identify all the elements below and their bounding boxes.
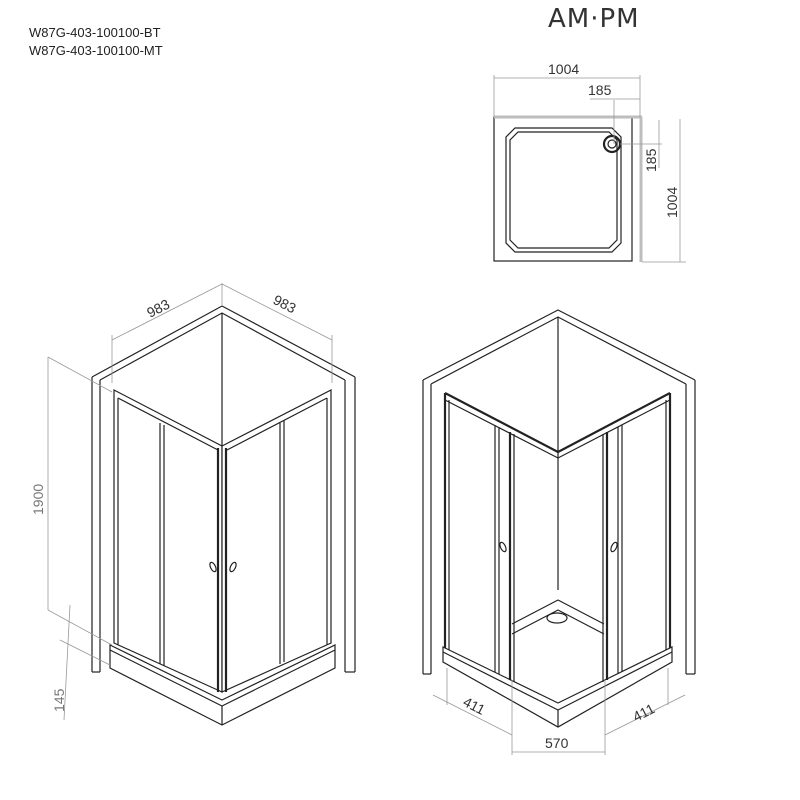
tray-basin-outer: [505, 127, 622, 253]
left-width-label: 983: [144, 296, 172, 321]
right-door-label: 411: [630, 700, 657, 724]
closed-enclosure-view: 983 983 1900 145: [30, 283, 356, 726]
brand-logo: AM·PM: [548, 4, 640, 34]
height-label: 1900: [30, 484, 46, 515]
drain-offset-y-label: 185: [643, 148, 659, 172]
door-handle-icon: [499, 541, 507, 553]
open-enclosure-view: 411 411 570: [422, 309, 696, 755]
right-width-label: 983: [271, 291, 299, 316]
tray-outline: [493, 116, 633, 262]
door-handle-icon: [209, 561, 217, 573]
door-handle-icon: [610, 541, 618, 553]
drain-offset-x-label: 185: [588, 82, 612, 98]
tray-depth-label: 1004: [664, 187, 680, 218]
entry-width-label: 570: [545, 735, 569, 751]
tray-width-label: 1004: [548, 61, 579, 77]
tray-plan-view: 1004 185 185 1004: [493, 61, 686, 263]
door-handle-icon: [229, 561, 237, 573]
model-codes: W87G-403-100100-BT W87G-403-100100-MT: [29, 24, 163, 60]
drain-icon: [546, 612, 568, 624]
tray-basin-inner: [509, 131, 618, 249]
model-code-mt: W87G-403-100100-MT: [29, 43, 163, 58]
model-code-bt: W87G-403-100100-BT: [29, 25, 161, 40]
left-door-label: 411: [461, 693, 488, 717]
tray-height-label: 145: [51, 688, 67, 712]
